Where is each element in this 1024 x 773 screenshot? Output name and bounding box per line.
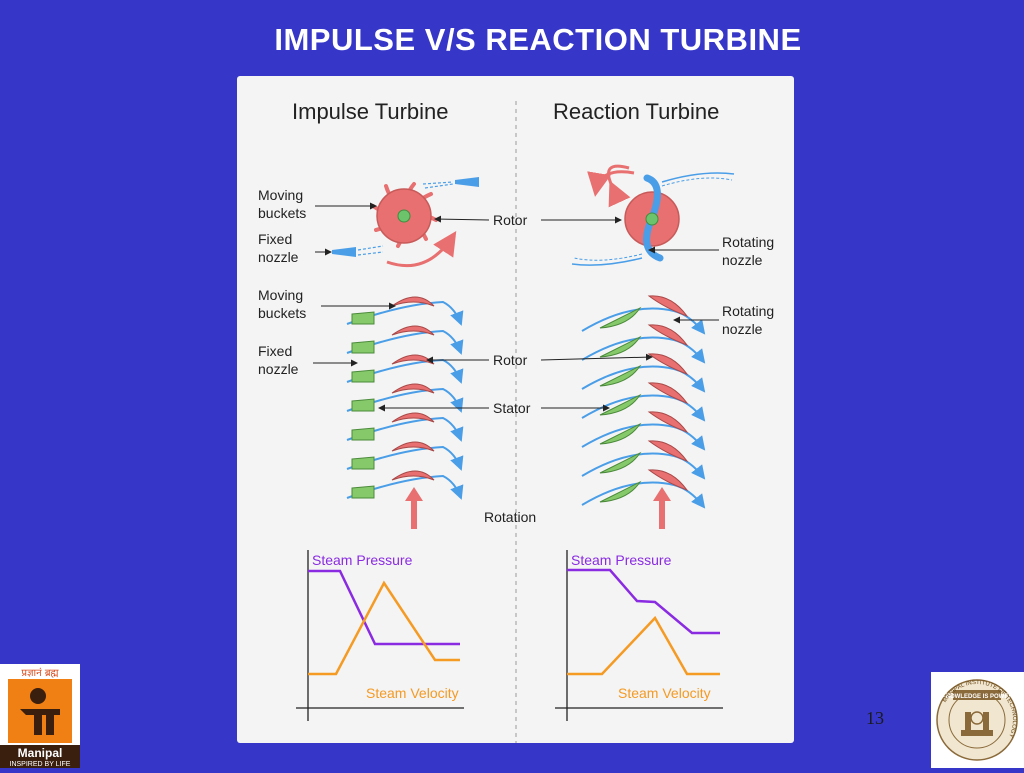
logo-devanagari: प्रज्ञानं ब्रह्म — [21, 667, 59, 679]
logo-name: Manipal — [18, 746, 63, 760]
label-moving-buckets-2: buckets — [258, 205, 306, 221]
reaction-heading: Reaction Turbine — [553, 99, 719, 124]
page-number: 13 — [866, 708, 884, 728]
label-rotation: Rotation — [484, 509, 536, 525]
manipal-logo: प्रज्ञानं ब्रह्म Manipal INSPIRED BY LIF… — [0, 664, 80, 768]
impulse-blade-cascade — [346, 296, 464, 529]
label-fixed-nozzle-2: nozzle — [258, 249, 299, 265]
label-rotating-nozzle-3: Rotating — [722, 303, 774, 319]
logo-tagline: INSPIRED BY LIFE — [10, 761, 71, 768]
label-moving-buckets-4: buckets — [258, 305, 306, 321]
label-fixed-nozzle-1: Fixed — [258, 231, 292, 247]
reaction-velocity-label: Steam Velocity — [618, 685, 711, 701]
impulse-heading: Impulse Turbine — [292, 99, 449, 124]
seal-motto: KNOWLEDGE IS POWER — [941, 694, 1013, 700]
label-rotating-nozzle-2: nozzle — [722, 252, 763, 268]
label-moving-buckets-3: Moving — [258, 287, 303, 303]
label-rotating-nozzle-1: Rotating — [722, 234, 774, 250]
label-rotor-mid: Rotor — [493, 352, 528, 368]
turbine-diagram: Impulse Turbine Reaction Turbine — [237, 76, 794, 743]
reaction-blade-cascade — [581, 295, 706, 529]
label-moving-buckets-1: Moving — [258, 187, 303, 203]
reaction-rotor — [571, 164, 735, 266]
label-rotating-nozzle-4: nozzle — [722, 321, 763, 337]
impulse-graph: Steam Pressure Steam Velocity — [296, 550, 464, 721]
reaction-pressure-label: Steam Pressure — [571, 552, 672, 568]
impulse-velocity-label: Steam Velocity — [366, 685, 459, 701]
label-fixed-nozzle-4: nozzle — [258, 361, 299, 377]
impulse-pressure-label: Steam Pressure — [312, 552, 413, 568]
label-stator: Stator — [493, 400, 531, 416]
slide-title: IMPULSE V/S REACTION TURBINE — [274, 22, 802, 57]
impulse-rotor — [332, 177, 479, 268]
label-rotor-top: Rotor — [493, 212, 528, 228]
mit-seal-logo: KNOWLEDGE IS POWER MANIPAL INSTITUTE OF … — [931, 672, 1024, 768]
reaction-graph: Steam Pressure Steam Velocity — [555, 550, 723, 721]
label-fixed-nozzle-3: Fixed — [258, 343, 292, 359]
